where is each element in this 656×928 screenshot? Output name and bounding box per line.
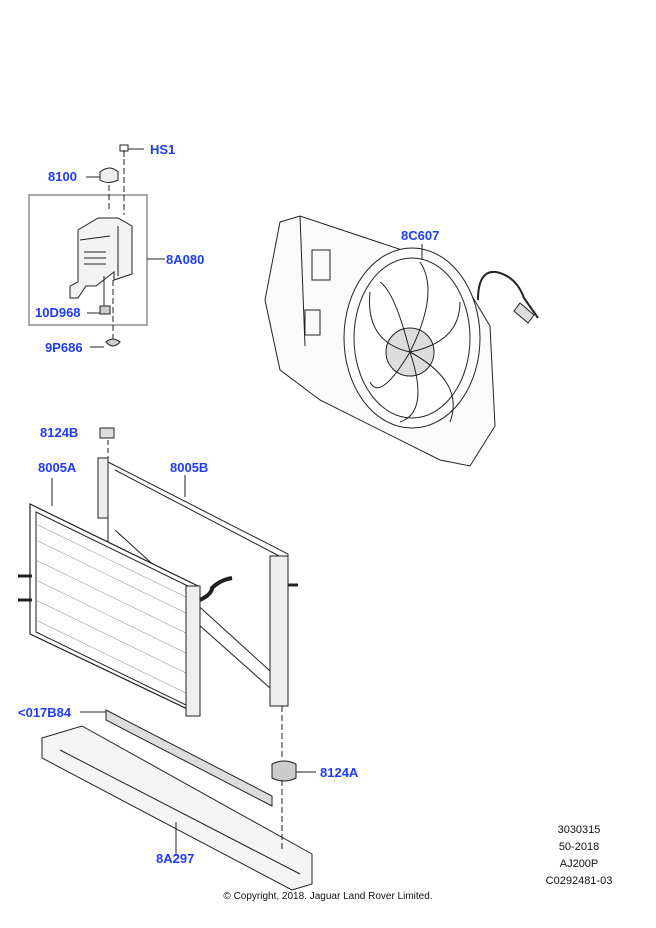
callout-cap[interactable]: 8100 bbox=[48, 169, 77, 184]
reference-illustration-id: C0292481-03 bbox=[545, 875, 613, 887]
radiator-illustration bbox=[97, 427, 298, 760]
callout-radiator[interactable]: 8005B bbox=[170, 460, 209, 475]
callout-mount-lower[interactable]: 8124A bbox=[320, 765, 359, 780]
callout-clip[interactable]: 9P686 bbox=[45, 340, 83, 355]
callout-mount-upper[interactable]: 8124B bbox=[40, 425, 79, 440]
condenser-illustration bbox=[18, 478, 233, 717]
callout-hs1[interactable]: HS1 bbox=[150, 142, 176, 157]
reference-model: AJ200P bbox=[559, 858, 599, 870]
callout-seal[interactable]: <017B84 bbox=[18, 705, 72, 720]
lower-parts-illustration bbox=[41, 709, 316, 891]
callout-condenser[interactable]: 8005A bbox=[38, 460, 77, 475]
callout-sensor[interactable]: 10D968 bbox=[35, 305, 81, 320]
reference-number: 3030315 bbox=[557, 824, 601, 836]
fan-shroud-illustration bbox=[264, 215, 539, 467]
coolant-reservoir-illustration bbox=[28, 144, 165, 348]
callout-reservoir[interactable]: 8A080 bbox=[166, 252, 205, 267]
reference-date: 50-2018 bbox=[558, 841, 600, 853]
callout-support[interactable]: 8A297 bbox=[156, 851, 195, 866]
copyright: © Copyright, 2018. Jaguar Land Rover Lim… bbox=[223, 891, 433, 902]
callout-fan[interactable]: 8C607 bbox=[401, 228, 440, 243]
